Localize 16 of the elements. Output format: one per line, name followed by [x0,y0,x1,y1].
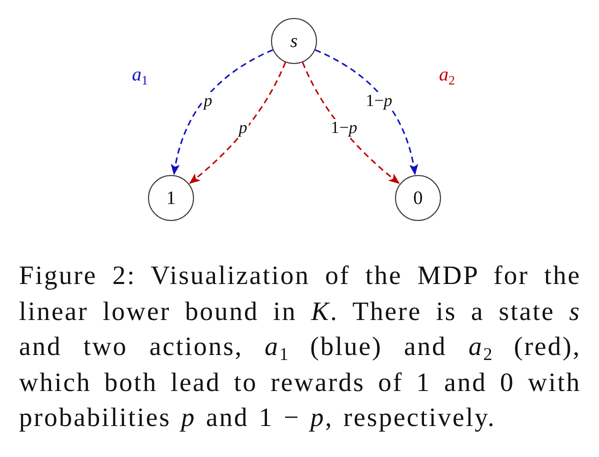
dashed-arrow [302,62,400,184]
state-circle [148,175,194,221]
edge-label: 1−p [364,92,394,110]
edge-label: 1−p [330,119,358,137]
dashed-arrow [188,62,286,184]
dashed-arrow [171,49,274,176]
node-label: 1 [166,188,176,208]
figure-caption: Figure 2: Visualization of the MDP for the linear lower bound in K. There is a state s and two actions, a$_{1}$ (blue) and a$_{2}$ (red), which both lead to rewards of 1 and 0 with probabilities p and 1 − p, respectively. [19,259,581,434]
state-circle [271,18,317,64]
node-label: s [290,32,298,50]
dashed-arrow [314,49,418,176]
action-label: a$_{2}$ [439,66,455,86]
state-circle [395,175,441,221]
action-label: a$_{1}$ [132,66,148,86]
node-label: 0 [413,188,423,208]
edge-label: p [202,92,214,110]
